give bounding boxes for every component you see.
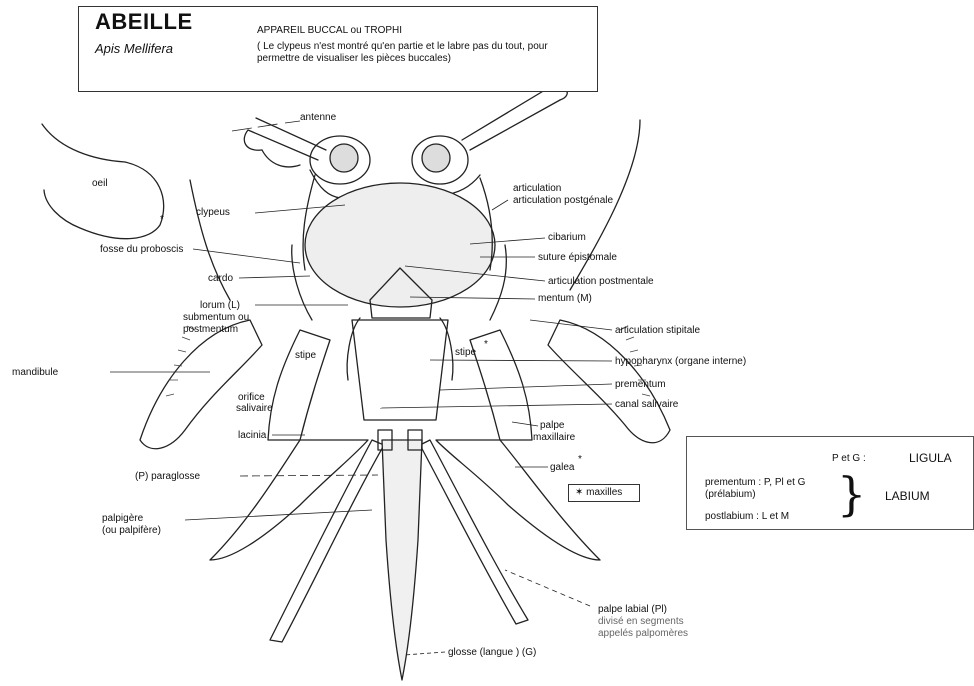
maxilles-note: ✶ maxilles bbox=[568, 484, 640, 502]
leader-palpe-labial bbox=[505, 570, 590, 606]
legend-prelabium: (prélabium) bbox=[705, 489, 756, 500]
label-divise-2: appelés palpomères bbox=[598, 628, 688, 639]
stipe-left bbox=[268, 330, 330, 440]
label-palpe-max-2: maxillaire bbox=[533, 432, 576, 443]
label-oeil: oeil bbox=[92, 178, 108, 189]
leader-paraglosse bbox=[240, 475, 378, 476]
label-antenne: antenne bbox=[300, 112, 337, 123]
label-art-postmentale: articulation postmentale bbox=[548, 276, 654, 287]
label-mentum: mentum (M) bbox=[538, 293, 592, 304]
leader-articulation-postgenale bbox=[492, 200, 508, 210]
legend-box: P et G : LIGULA prementum : P, Pl et G (… bbox=[686, 436, 974, 530]
leader-prementum bbox=[440, 384, 612, 390]
label-suture: suture épistomale bbox=[538, 252, 617, 263]
label-fosse: fosse du proboscis bbox=[100, 244, 183, 255]
label-clypeus: clypeus bbox=[196, 207, 230, 218]
leader-fosse bbox=[193, 249, 300, 263]
leader-art-stipitale bbox=[530, 320, 612, 330]
label-submentum-2: postmentum bbox=[183, 324, 238, 335]
label-palpigere-2: (ou palpifère) bbox=[102, 525, 161, 536]
leader-cardo bbox=[239, 276, 310, 278]
labial-palp-right bbox=[420, 440, 528, 624]
figure-heading: APPAREIL BUCCAL ou TROPHI bbox=[257, 25, 402, 36]
figure-note: ( Le clypeus n'est montré qu'en partie e… bbox=[257, 41, 592, 65]
label-prementum: prementum bbox=[615, 379, 666, 390]
label-divise-1: divisé en segments bbox=[598, 616, 684, 627]
prementum bbox=[352, 320, 448, 420]
page-title: ABEILLE bbox=[95, 9, 193, 35]
galea-left bbox=[210, 440, 368, 560]
cibarium-area bbox=[305, 183, 495, 307]
label-lacinia: lacinia bbox=[238, 430, 267, 441]
label-galea: galea bbox=[550, 462, 575, 473]
label-glosse: glosse (langue ) (G) bbox=[448, 647, 536, 658]
label-submentum-1: submentum ou bbox=[183, 312, 249, 323]
legend-pg: P et G : bbox=[832, 453, 866, 464]
label-orifice-2: salivaire bbox=[236, 403, 273, 414]
label-stipe-right: stipe bbox=[455, 347, 477, 358]
label-palpe-max-1: palpe bbox=[540, 420, 565, 431]
legend-ligula: LIGULA bbox=[909, 451, 952, 465]
label-art-stipitale: articulation stipitale bbox=[615, 325, 700, 336]
antenna-right bbox=[462, 90, 560, 150]
label-canal: canal salivaire bbox=[615, 399, 679, 410]
label-hypopharynx: hypopharynx (organe interne) bbox=[615, 356, 746, 367]
legend-postlabium: postlabium : L et M bbox=[705, 511, 789, 522]
leader-palpigere bbox=[185, 510, 372, 520]
label-articulation-postgenale: articulation postgénale bbox=[513, 195, 614, 206]
label-articulation-postgenale-1: articulation bbox=[513, 183, 561, 194]
legend-brace: } bbox=[837, 471, 866, 517]
label-paraglosse: (P) paraglosse bbox=[135, 471, 200, 482]
labial-palp-left bbox=[270, 440, 384, 642]
label-cibarium: cibarium bbox=[548, 232, 586, 243]
label-palpigere-1: palpigère bbox=[102, 513, 144, 524]
leader-hypopharynx bbox=[430, 360, 612, 361]
species-name: Apis Mellifera bbox=[95, 41, 173, 56]
star-stipe: * bbox=[484, 339, 488, 350]
legend-labium: LABIUM bbox=[885, 489, 930, 503]
label-cardo: cardo bbox=[208, 273, 233, 284]
antenna-left bbox=[248, 118, 326, 160]
star-galea: * bbox=[578, 454, 582, 465]
label-orifice-1: orifice bbox=[238, 392, 265, 403]
leader-canal bbox=[380, 404, 612, 408]
label-palpe-labial: palpe labial (Pl) bbox=[598, 604, 667, 615]
label-mandibule: mandibule bbox=[12, 367, 59, 378]
label-lorum: lorum (L) bbox=[200, 300, 240, 311]
glossa bbox=[382, 440, 422, 680]
leader-palpe-max bbox=[512, 422, 538, 426]
label-stipe-left: stipe bbox=[295, 350, 317, 361]
legend-prementum: prementum : P, Pl et G bbox=[705, 477, 805, 488]
leader-glosse bbox=[404, 652, 445, 655]
star-oeil: * bbox=[160, 214, 164, 225]
title-box: ABEILLE Apis Mellifera APPAREIL BUCCAL o… bbox=[78, 6, 598, 92]
